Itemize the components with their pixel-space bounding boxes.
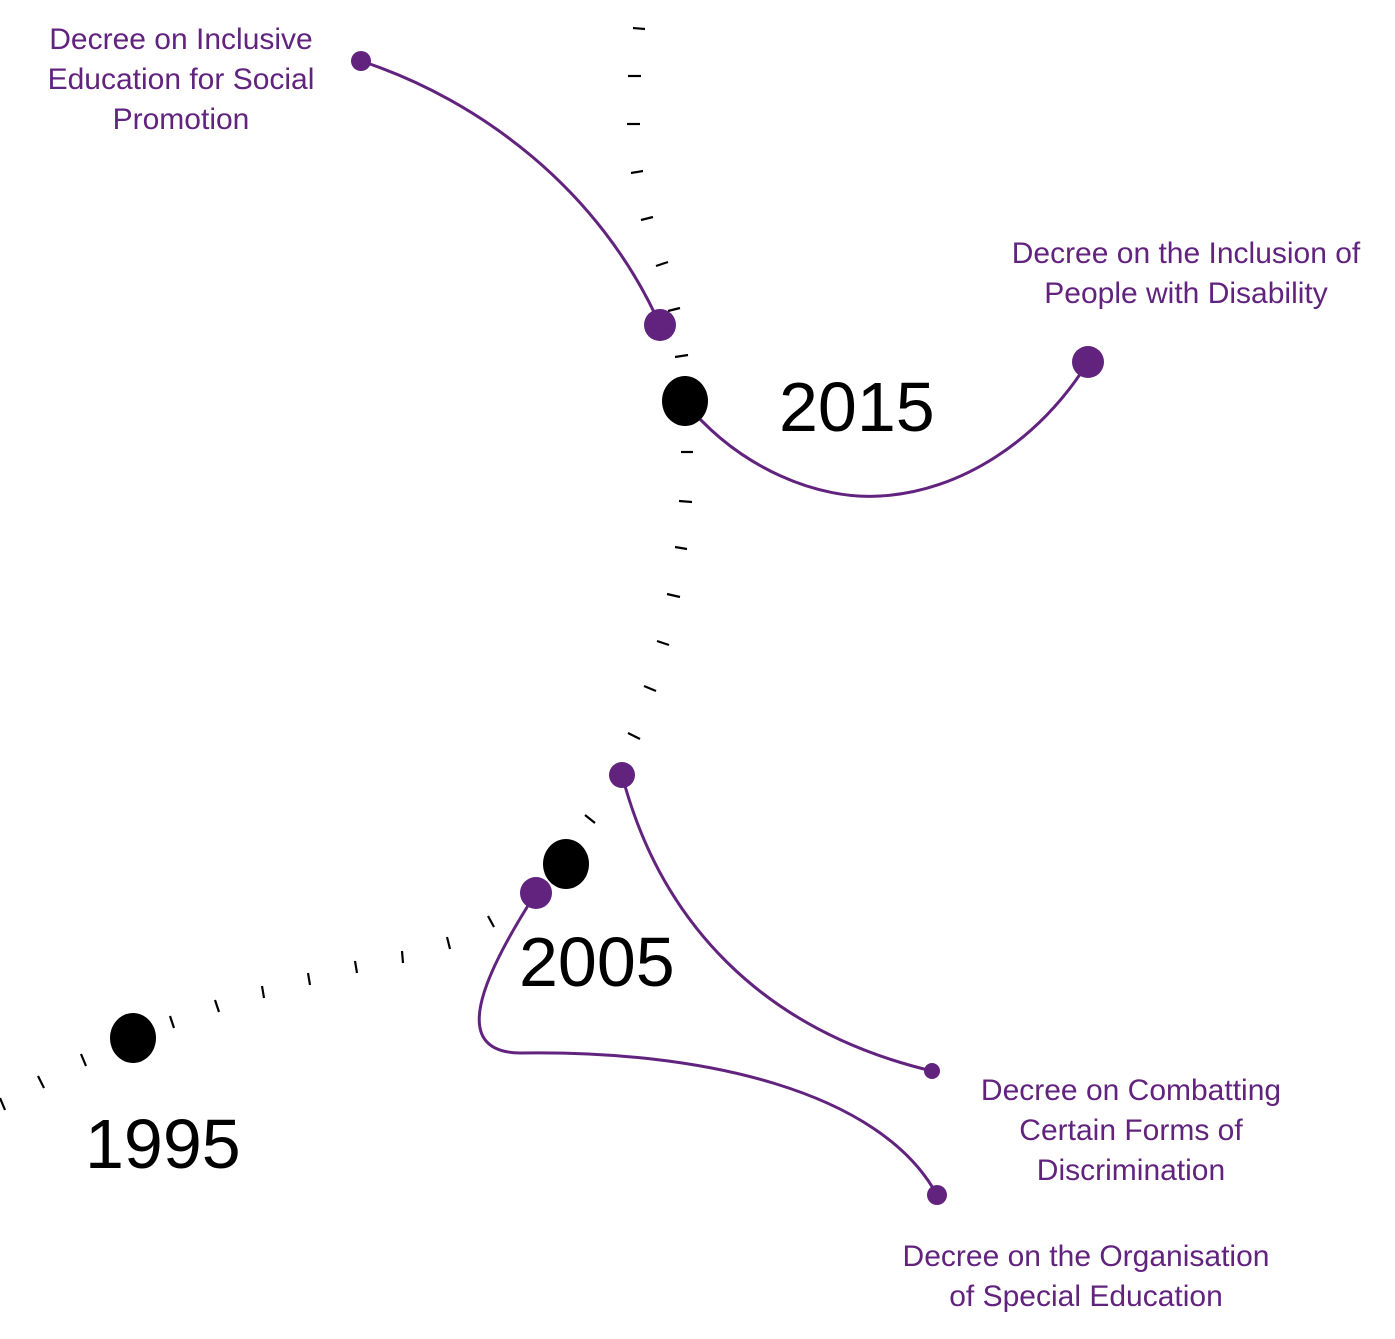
event-label-line: of Special Education [949,1280,1223,1313]
year-dot-2005 [543,839,589,889]
event-labels: Decree on Inclusive Education for Social… [48,23,1361,1313]
year-label-2015: 2015 [779,368,935,446]
tick [584,814,596,824]
event-label-line: People with Disability [1044,277,1327,310]
tick [640,215,654,222]
year-dot-2015 [662,376,708,426]
event-dot [351,51,371,71]
event-label-line: Certain Forms of [1019,1114,1243,1147]
event-connectors [360,59,1090,1196]
connector-inclusive-education [360,59,662,326]
connector-combatting-discrimination [620,774,933,1073]
tick [656,639,670,647]
event-label-line: Education for Social [48,63,315,96]
tick [630,169,644,175]
tick [632,26,646,31]
event-dot [927,1185,947,1205]
tick [674,545,688,551]
event-label-inclusive-education: Decree on Inclusive Education for Social… [48,23,315,136]
tick [643,684,657,693]
tick [79,1053,88,1067]
connector-special-education [477,892,939,1196]
event-label-line: Decree on Inclusive [49,23,312,56]
tick [306,972,312,986]
tick [445,936,452,950]
connector-inclusion-disability [682,361,1090,498]
event-dot [644,309,676,341]
year-markers [110,376,708,1063]
event-dot [609,762,635,788]
tick [655,260,669,268]
tick [667,306,681,313]
event-label-special-education: Decree on the Organisation of Special Ed… [903,1240,1270,1313]
event-dot [924,1063,940,1079]
tick [213,999,221,1013]
event-dot [1072,346,1104,378]
event-label-line: Promotion [113,103,250,136]
year-label-1995: 1995 [85,1105,241,1183]
event-label-line: Decree on Combatting [981,1074,1281,1107]
year-label-2005: 2005 [519,923,675,1001]
tick [168,1015,176,1029]
event-dot [520,877,552,909]
event-dots [351,51,1104,1205]
tick [260,985,266,999]
tick [0,1097,7,1111]
tick [487,915,495,928]
event-label-line: Discrimination [1037,1154,1225,1187]
event-label-line: Decree on the Inclusion of [1012,237,1361,270]
tick [678,499,693,504]
event-label-inclusion-disability: Decree on the Inclusion of People with D… [1012,237,1361,310]
tick [400,950,405,964]
tick [674,353,689,359]
tick [353,960,359,974]
tick [627,732,641,740]
event-label-combatting-discrimination: Decree on Combatting Certain Forms of Di… [981,1074,1281,1187]
year-labels: 1995 2005 2015 [85,368,935,1183]
event-label-line: Decree on the Organisation [903,1240,1270,1273]
timeline-ticks [0,26,693,1111]
tick [37,1075,45,1089]
year-dot-1995 [110,1013,156,1063]
tick [666,592,681,599]
